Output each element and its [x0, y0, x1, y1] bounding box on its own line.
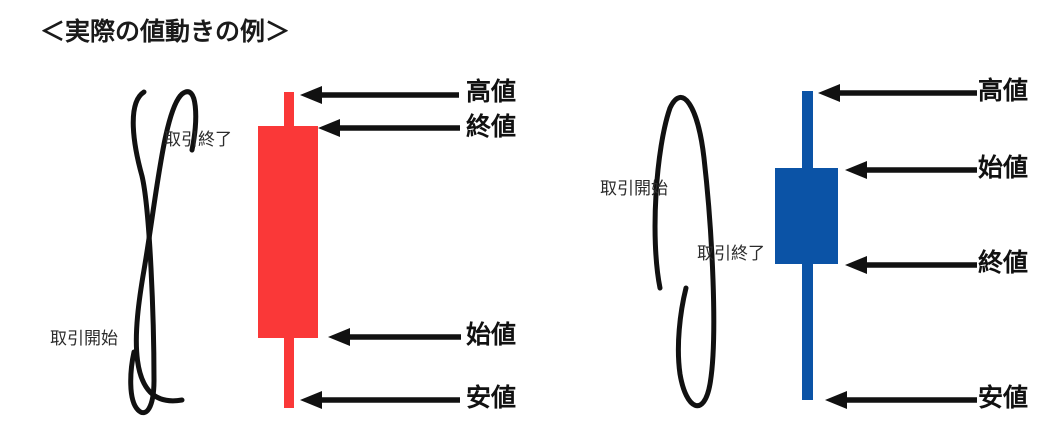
trading-period-loop-right-icon: [652, 95, 717, 409]
left-label-low: 安値: [466, 384, 517, 412]
left-label-high: 高値: [466, 78, 517, 106]
right-label-low: 安値: [978, 384, 1029, 412]
left-label-close: 終値: [466, 113, 517, 141]
arrow-close-right-icon: [845, 256, 977, 274]
arrow-low-right-icon: [825, 391, 977, 409]
arrow-high-left-icon: [300, 86, 459, 104]
left-label-open: 始値: [466, 321, 517, 349]
arrow-open-right-icon: [845, 161, 977, 179]
trading-period-loop-left-icon: [133, 89, 199, 404]
right-label-open: 始値: [978, 154, 1029, 182]
trading-period-loop-left-stem-icon: [128, 89, 157, 416]
page-title: ＜実際の値動きの例＞: [40, 18, 291, 46]
blue-candle-body: [775, 168, 838, 264]
arrow-low-left-icon: [300, 391, 460, 409]
arrow-close-left-icon: [318, 119, 460, 137]
left-phase-label-bottom: 取引開始: [50, 329, 118, 348]
arrow-high-right-icon: [818, 84, 977, 102]
right-phase-label-top: 取引開始: [600, 179, 668, 198]
right-label-high: 高値: [978, 77, 1029, 105]
arrow-open-left-icon: [328, 328, 461, 346]
right-phase-label-mid: 取引終了: [697, 244, 765, 263]
right-label-close: 終値: [978, 249, 1029, 277]
red-candle-body: [258, 126, 318, 338]
left-phase-label-top: 取引終了: [164, 130, 232, 149]
